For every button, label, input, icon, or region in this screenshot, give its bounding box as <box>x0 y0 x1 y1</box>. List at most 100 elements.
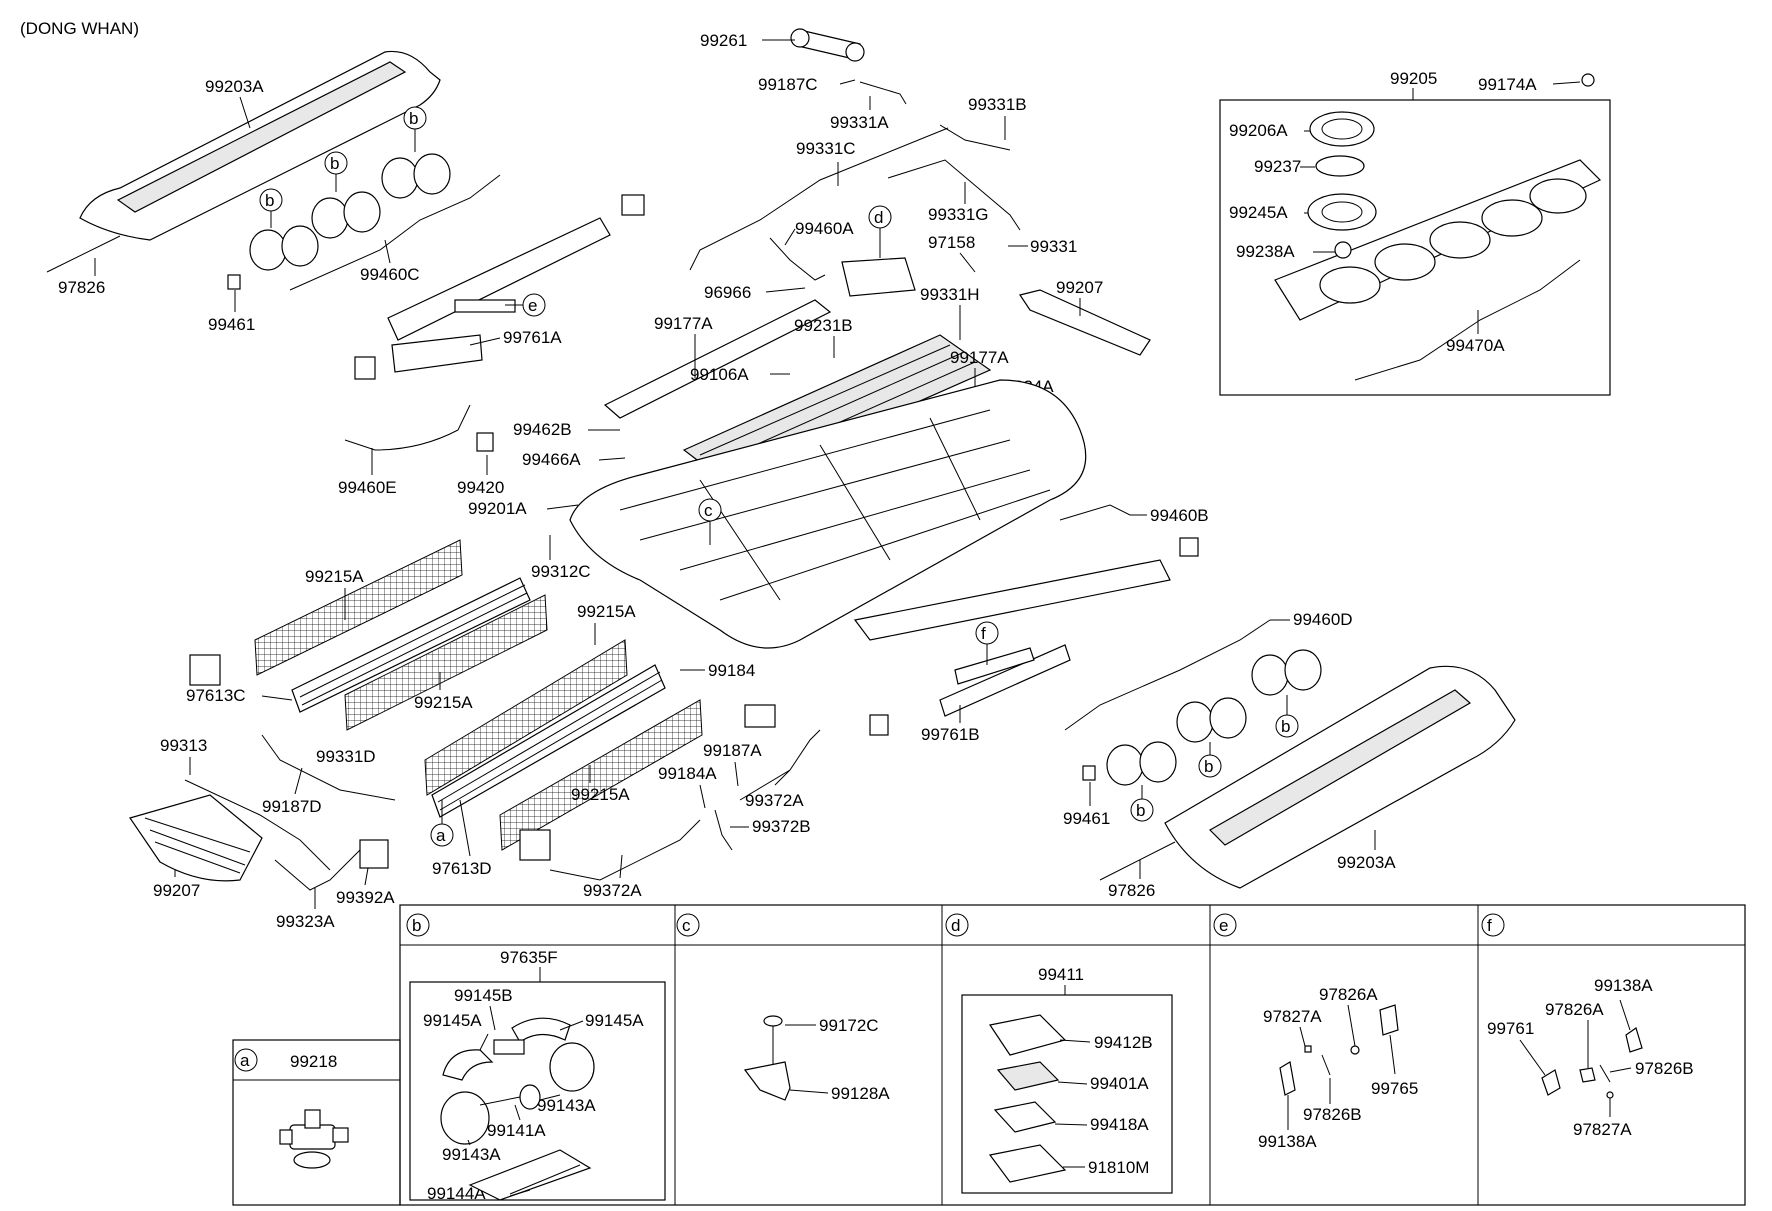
label-96966: 96966 <box>704 283 751 302</box>
label-97826-bottom: 97826 <box>1108 881 1155 900</box>
harness-99460D <box>1064 619 1271 731</box>
label-99141A: 99141A <box>487 1121 546 1140</box>
blower-motor-1 <box>249 225 319 271</box>
detail-table-frame <box>232 904 1746 1206</box>
callout-b-3: b <box>403 106 427 152</box>
svg-text:f: f <box>1487 916 1492 935</box>
label-99143A-left: 99143A <box>442 1145 501 1164</box>
label-99206A: 99206A <box>1229 121 1288 140</box>
switch-99420 <box>476 432 494 452</box>
pin-97827A-f <box>1606 1091 1614 1099</box>
label-99461-top: 99461 <box>208 315 255 334</box>
label-99207-top: 99207 <box>1056 278 1103 297</box>
label-99312C: 99312C <box>531 562 591 581</box>
callout-f: f <box>975 621 999 665</box>
callout-e: e <box>505 293 546 317</box>
pcb-99401A <box>996 1061 1060 1091</box>
relay-99418A <box>993 1101 1057 1133</box>
label-99466A: 99466A <box>522 450 581 469</box>
label-99138A-e: 99138A <box>1258 1132 1317 1151</box>
label-99761A: 99761A <box>503 328 562 347</box>
panel-c: c 99172C 99128A <box>676 913 890 1103</box>
label-99215A-2: 99215A <box>414 693 473 712</box>
label-99761: 99761 <box>1487 1019 1534 1038</box>
pipe-99313 <box>184 779 331 871</box>
fan-shroud-99245A <box>1307 193 1377 231</box>
receiver-drier-99261 <box>790 28 865 62</box>
label-99418A: 99418A <box>1090 1115 1149 1134</box>
harness-99460A <box>769 237 826 281</box>
svg-text:d: d <box>951 916 960 935</box>
wiring-harness-99460C <box>289 174 501 291</box>
label-97613D: 97613D <box>432 859 492 878</box>
label-99138A-f: 99138A <box>1594 976 1653 995</box>
label-99331D: 99331D <box>316 747 376 766</box>
pipe-99331A <box>859 81 907 105</box>
pipe-99372A-upper <box>739 729 821 801</box>
harness-99470A <box>1354 259 1581 381</box>
connector-99461-bottom <box>1082 765 1096 781</box>
callout-b-4: b <box>1130 785 1154 822</box>
pipe-99372A-lower <box>549 819 701 881</box>
label-99177A-2: 99177A <box>950 348 1009 367</box>
label-99331H: 99331H <box>920 285 980 304</box>
svg-text:b: b <box>412 916 421 935</box>
fan-blade-99237 <box>1315 155 1365 177</box>
svg-text:a: a <box>436 826 446 845</box>
label-99470A: 99470A <box>1446 336 1505 355</box>
blower-parts-illustration <box>440 1005 595 1201</box>
blower-motor-5 <box>1176 697 1247 743</box>
svg-text:c: c <box>682 916 691 935</box>
label-99411: 99411 <box>1038 965 1084 984</box>
bracket-99460B <box>1179 537 1199 557</box>
svg-text:b: b <box>330 154 339 173</box>
label-99238A: 99238A <box>1236 242 1295 261</box>
label-99128A: 99128A <box>831 1084 890 1103</box>
baffle-99207-top <box>1019 289 1151 356</box>
bracket-99187A <box>744 704 776 728</box>
label-99205: 99205 <box>1390 69 1437 88</box>
clip-99138A-f <box>1625 1027 1643 1053</box>
label-97826-top: 97826 <box>58 278 105 297</box>
svg-text:b: b <box>265 191 274 210</box>
label-91810M: 91810M <box>1088 1158 1149 1177</box>
expansion-valve-99218 <box>279 1109 349 1169</box>
label-99461-bottom: 99461 <box>1063 809 1110 828</box>
label-99372A-2: 99372A <box>583 881 642 900</box>
bracket-top-mid <box>621 194 645 216</box>
cover-99412B <box>989 1014 1067 1056</box>
label-99261: 99261 <box>700 31 747 50</box>
label-99372B: 99372B <box>752 817 811 836</box>
pipe-99331D <box>261 734 396 801</box>
label-99215A-1: 99215A <box>305 567 364 586</box>
label-97613C: 97613C <box>186 686 246 705</box>
label-99372A-1: 99372A <box>745 791 804 810</box>
filter-99215A-2 <box>344 594 548 731</box>
fan-housing-plate <box>1274 159 1602 321</box>
label-99218: 99218 <box>290 1052 337 1071</box>
blower-motor-3 <box>381 153 451 199</box>
label-99174A: 99174A <box>1478 75 1537 94</box>
panel-e: e 97826A 97827A 99765 97826B 99138A <box>1213 913 1418 1151</box>
label-97826B-e: 97826B <box>1303 1105 1362 1124</box>
control-unit-99411-location <box>841 257 916 297</box>
label-99237: 99237 <box>1254 157 1301 176</box>
svg-text:b: b <box>1136 801 1145 820</box>
label-99323A: 99323A <box>276 912 335 931</box>
svg-text:e: e <box>528 296 537 315</box>
duct-99761B <box>853 559 1171 717</box>
harness-99460E <box>344 404 471 451</box>
label-99761B: 99761B <box>921 725 980 744</box>
label-99331B: 99331B <box>968 95 1027 114</box>
label-99201A: 99201A <box>468 499 527 518</box>
callout-b-2: b <box>324 151 348 192</box>
label-99460E: 99460E <box>338 478 397 497</box>
seal-strip-99177A <box>603 299 832 419</box>
label-99412B: 99412B <box>1094 1033 1153 1052</box>
bracket-left <box>354 356 376 380</box>
filter-99215A-1 <box>254 539 463 676</box>
svg-text:b: b <box>1204 757 1213 776</box>
duct-cover-top <box>79 50 441 241</box>
callout-d: d <box>868 205 892 258</box>
